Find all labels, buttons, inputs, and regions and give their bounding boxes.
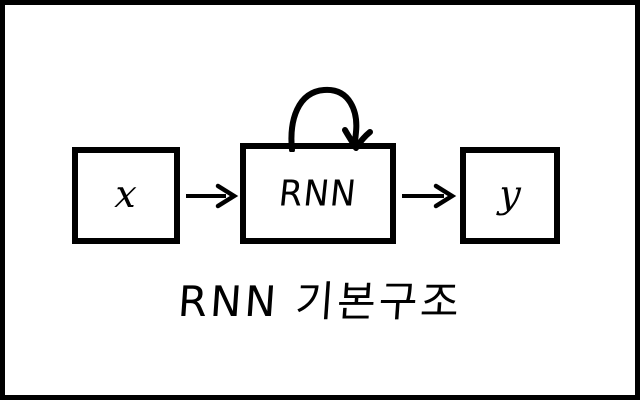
diagram-caption: RNN 기본구조 (176, 277, 464, 326)
node-box-input[interactable]: x (72, 147, 180, 244)
node-label-input: x (113, 171, 139, 216)
arrow-right-icon-input-to-rnn (186, 183, 239, 209)
node-label-output: y (497, 171, 523, 216)
node-box-rnn-cell[interactable]: RNN (240, 143, 396, 244)
node-box-output[interactable]: y (460, 147, 560, 244)
node-label-rnn: RNN (277, 172, 359, 215)
arrow-right-icon-rnn-to-output (402, 183, 457, 209)
self-loop-arrow-icon (288, 86, 373, 152)
